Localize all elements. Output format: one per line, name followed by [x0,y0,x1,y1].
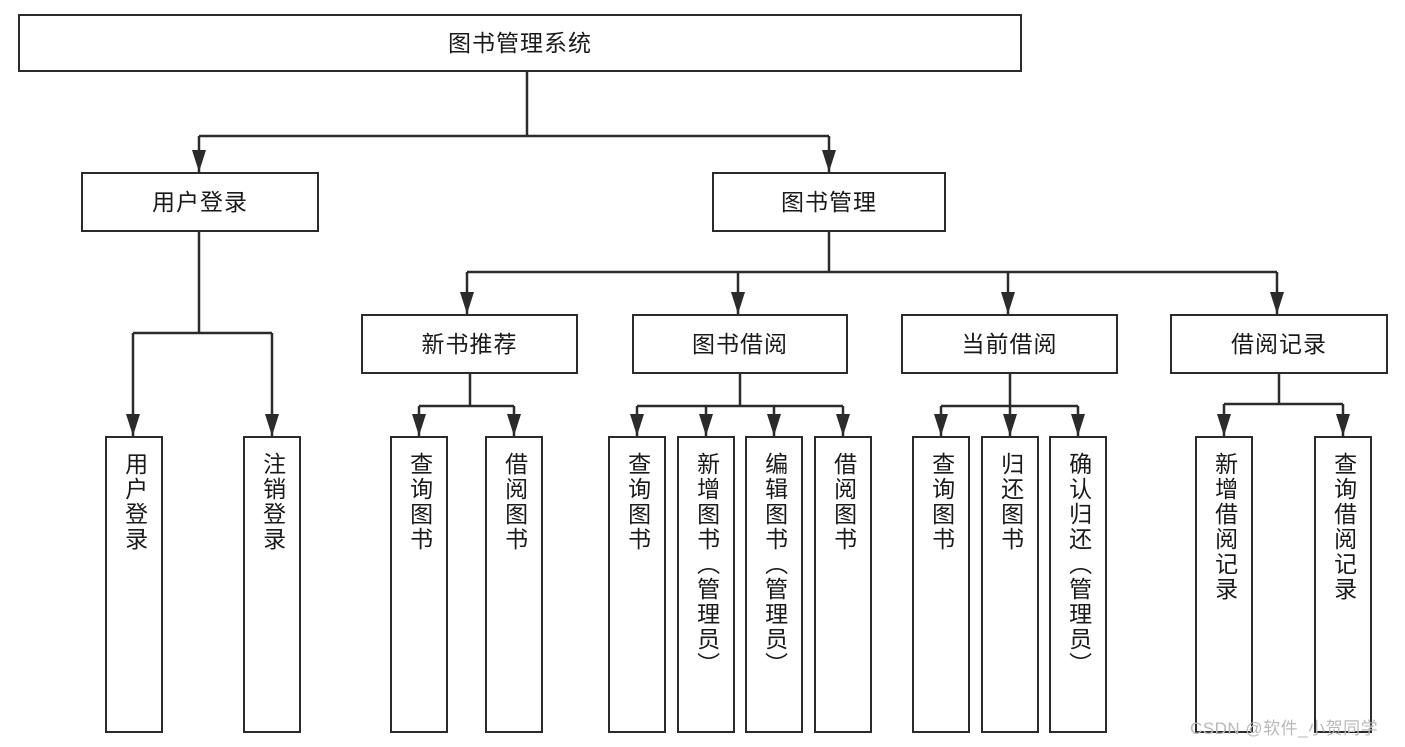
node-label-l-userlogin: 用户登录 [121,452,148,552]
node-label-l-qbook1: 查询图书 [406,452,433,552]
node-box-l-qrec[interactable]: 查询借阅记录 [1314,436,1372,733]
edge-arrowhead [1071,414,1085,436]
node-box-l-editbook[interactable]: 编辑图书（管理员） [745,436,803,733]
edge-arrowhead [192,150,206,172]
node-box-records[interactable]: 借阅记录 [1170,314,1388,374]
edge-arrowhead [630,414,644,436]
node-label-l-qbook3: 查询图书 [928,452,955,552]
node-label-borrow: 图书借阅 [692,330,788,357]
node-box-l-bbook2[interactable]: 借阅图书 [814,436,872,733]
node-box-l-qbook3[interactable]: 查询图书 [912,436,970,733]
edge-arrowhead [412,414,426,436]
node-box-l-qbook2[interactable]: 查询图书 [608,436,666,733]
edge-arrowhead [934,414,948,436]
edge-arrowhead [1336,414,1350,436]
node-label-l-addrec: 新增借阅记录 [1211,452,1238,602]
node-box-bookmgmt[interactable]: 图书管理 [712,172,946,232]
edge-arrowhead [822,150,836,172]
edge-arrowhead [1001,292,1015,314]
node-box-l-logout[interactable]: 注销登录 [243,436,301,733]
csdn-watermark: CSDN @软件_小贺同学 [1190,719,1379,738]
node-label-l-bbook2: 借阅图书 [830,452,857,552]
node-box-l-confirm[interactable]: 确认归还（管理员） [1049,436,1107,733]
edge-arrowhead [1217,414,1231,436]
node-label-login: 用户登录 [152,188,248,215]
node-box-login[interactable]: 用户登录 [81,172,319,232]
node-box-l-addrec[interactable]: 新增借阅记录 [1195,436,1253,733]
edge-arrowhead [1003,414,1017,436]
edge-arrowhead [1270,292,1284,314]
edge-arrowhead [460,292,474,314]
node-box-l-addbook[interactable]: 新增图书（管理员） [677,436,735,733]
node-label-l-confirm: 确认归还（管理员） [1065,452,1092,677]
node-label-l-logout: 注销登录 [259,452,286,552]
node-label-l-qbook2: 查询图书 [624,452,651,552]
node-label-l-addbook: 新增图书（管理员） [693,452,720,677]
edge-arrowhead [265,414,279,436]
node-label-l-editbook: 编辑图书（管理员） [761,452,788,677]
node-box-newbook[interactable]: 新书推荐 [361,314,578,374]
edge-arrowhead [126,414,140,436]
node-box-current[interactable]: 当前借阅 [901,314,1118,374]
node-label-current: 当前借阅 [961,330,1058,357]
node-box-l-bbook1[interactable]: 借阅图书 [485,436,543,733]
node-box-l-qbook1[interactable]: 查询图书 [390,436,448,733]
edge-arrowhead [836,414,850,436]
edge-arrowhead [731,292,745,314]
node-box-l-return[interactable]: 归还图书 [981,436,1039,733]
node-label-bookmgmt: 图书管理 [781,188,877,215]
node-box-root[interactable]: 图书管理系统 [18,14,1022,72]
edge-arrowhead [699,414,713,436]
edge-arrowhead [767,414,781,436]
node-label-l-bbook1: 借阅图书 [501,452,528,552]
node-box-borrow[interactable]: 图书借阅 [632,314,848,374]
node-label-records: 借阅记录 [1231,330,1327,357]
node-label-l-qrec: 查询借阅记录 [1330,452,1357,602]
node-label-root: 图书管理系统 [448,29,592,56]
node-label-newbook: 新书推荐 [421,330,518,357]
node-box-l-userlogin[interactable]: 用户登录 [105,436,163,733]
edge-arrowhead [507,414,521,436]
node-label-l-return: 归还图书 [997,452,1024,552]
